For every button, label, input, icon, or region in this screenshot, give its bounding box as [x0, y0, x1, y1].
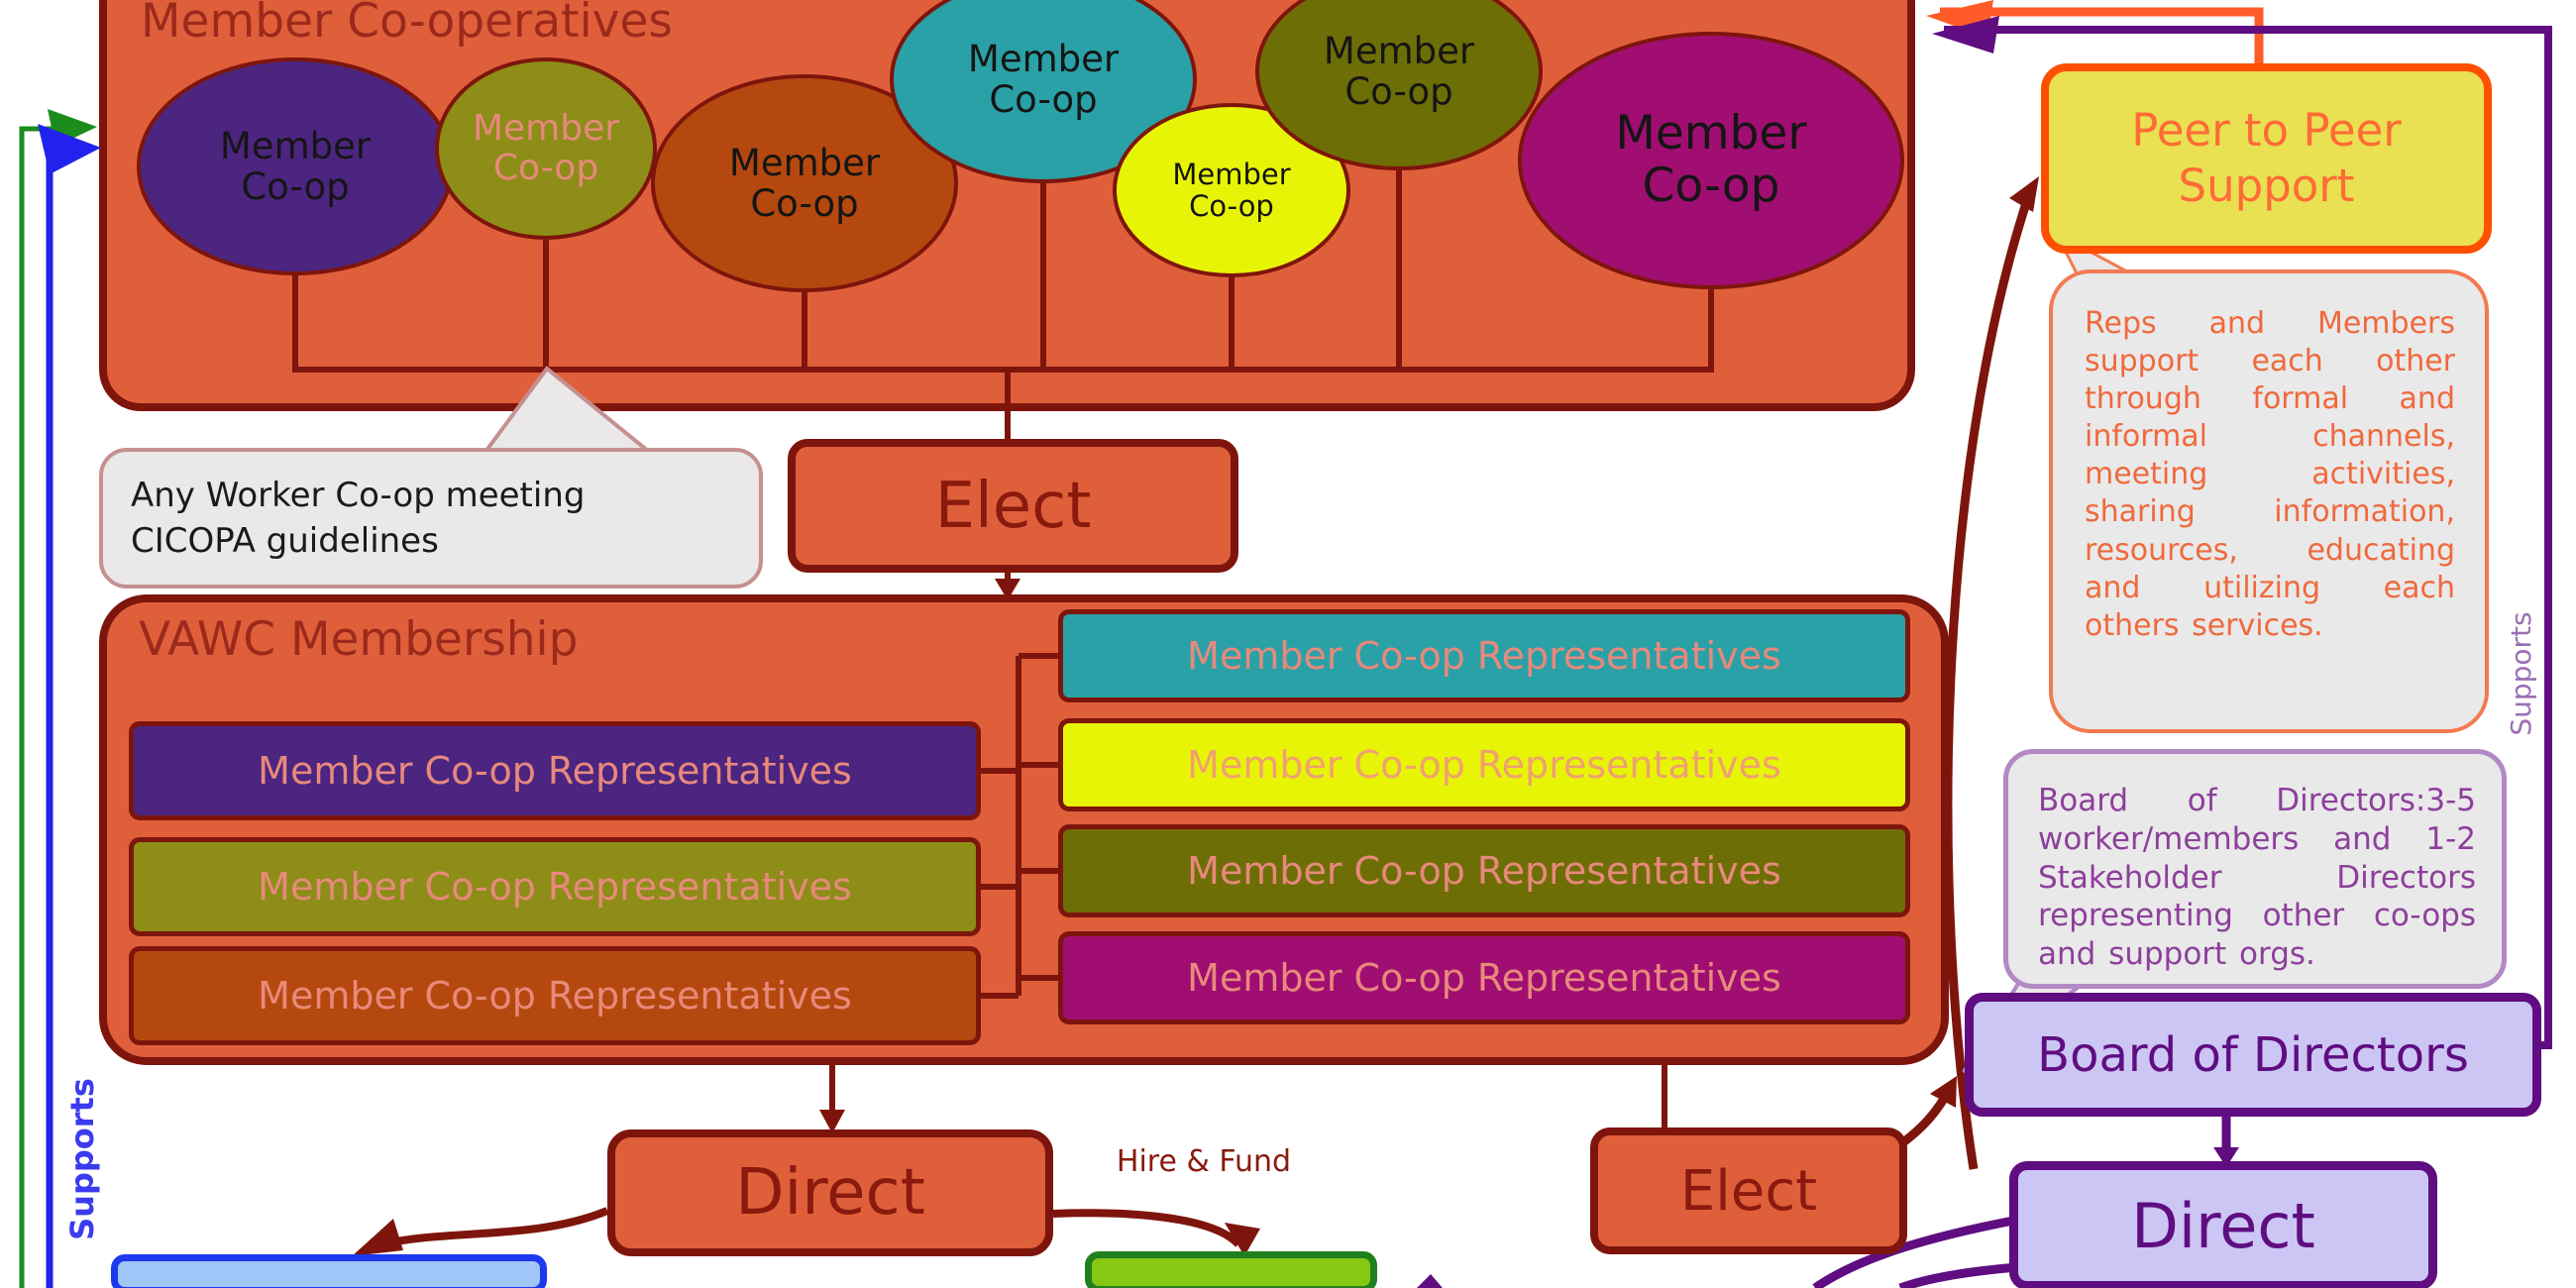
peer-note-text: Reps and Members support each other thro… — [2085, 306, 2455, 643]
member-coop-ellipse-olive: Member Co-op — [435, 57, 657, 240]
bottom-blue-box — [111, 1254, 547, 1288]
member-coop-ellipse-darkolive: Member Co-op — [1255, 0, 1543, 170]
cicopa-callout: Any Worker Co-op meeting CICOPA guidelin… — [99, 448, 763, 589]
supports-right-label: Supports — [2505, 611, 2537, 736]
callout-line2: CICOPA guidelines — [131, 520, 439, 561]
rep-row-magenta: Member Co-op Representatives — [1058, 931, 1910, 1024]
rep-label: Member Co-op Representatives — [258, 974, 852, 1018]
rep-row-darkolive: Member Co-op Representatives — [1058, 824, 1910, 917]
direct-box: Direct — [607, 1129, 1053, 1256]
rep-label: Member Co-op Representatives — [1187, 956, 1781, 1000]
bottom-green-box — [1085, 1251, 1377, 1288]
direct-label: Direct — [735, 1156, 925, 1230]
rep-row-darkorange: Member Co-op Representatives — [129, 946, 981, 1045]
board-of-directors-label: Board of Directors — [2037, 1026, 2469, 1083]
elect-bottom-box: Elect — [1590, 1127, 1907, 1254]
rep-label: Member Co-op Representatives — [258, 749, 852, 793]
rep-row-olive: Member Co-op Representatives — [129, 837, 981, 936]
board-of-directors-box: Board of Directors — [1965, 993, 2541, 1117]
direct-bottom-box: Direct — [2009, 1161, 2437, 1288]
elect-top-label: Elect — [934, 469, 1092, 543]
rep-label: Member Co-op Representatives — [258, 865, 852, 909]
rep-row-purple: Member Co-op Representatives — [129, 721, 981, 820]
board-note-text: Board of Directors:3-5 worker/members an… — [2038, 783, 2476, 972]
peer-support-note: Reps and Members support each other thro… — [2049, 269, 2489, 733]
member-coop-label: Member Co-op — [1172, 157, 1291, 223]
peer-support-line1: Peer to Peer — [2131, 103, 2402, 157]
vawc-title: VAWC Membership — [139, 612, 579, 667]
elect-bottom-label: Elect — [1679, 1158, 1818, 1224]
elect-top-box: Elect — [788, 439, 1238, 573]
member-coop-label: Member Co-op — [1323, 29, 1475, 113]
member-coop-ellipse-purple: Member Co-op — [137, 57, 454, 275]
direct-bottom-label: Direct — [2131, 1189, 2315, 1262]
member-coop-label: Member Co-op — [967, 37, 1120, 121]
rep-label: Member Co-op Representatives — [1187, 634, 1781, 678]
supports-left-label: Supports — [63, 1078, 101, 1240]
peer-support-box: Peer to Peer Support — [2041, 63, 2492, 254]
member-coop-ellipse-yellow: Member Co-op — [1113, 103, 1350, 277]
member-coop-label: Member Co-op — [219, 124, 372, 208]
peer-support-line2: Support — [2178, 160, 2355, 212]
rep-row-yellow: Member Co-op Representatives — [1058, 718, 1910, 811]
member-cooperatives-title: Member Co-operatives — [141, 0, 673, 49]
hire-fund-label: Hire & Fund — [1116, 1144, 1292, 1179]
member-coop-label: Member Co-op — [728, 141, 881, 225]
member-coop-ellipse-magenta: Member Co-op — [1518, 32, 1904, 289]
callout-line1: Any Worker Co-op meeting — [131, 476, 586, 515]
rep-row-teal: Member Co-op Representatives — [1058, 609, 1910, 702]
member-coop-label: Member Co-op — [1615, 106, 1807, 213]
member-coop-label: Member Co-op — [472, 107, 620, 188]
rep-label: Member Co-op Representatives — [1187, 849, 1781, 893]
board-note: Board of Directors:3-5 worker/members an… — [2003, 749, 2507, 989]
rep-label: Member Co-op Representatives — [1187, 743, 1781, 787]
